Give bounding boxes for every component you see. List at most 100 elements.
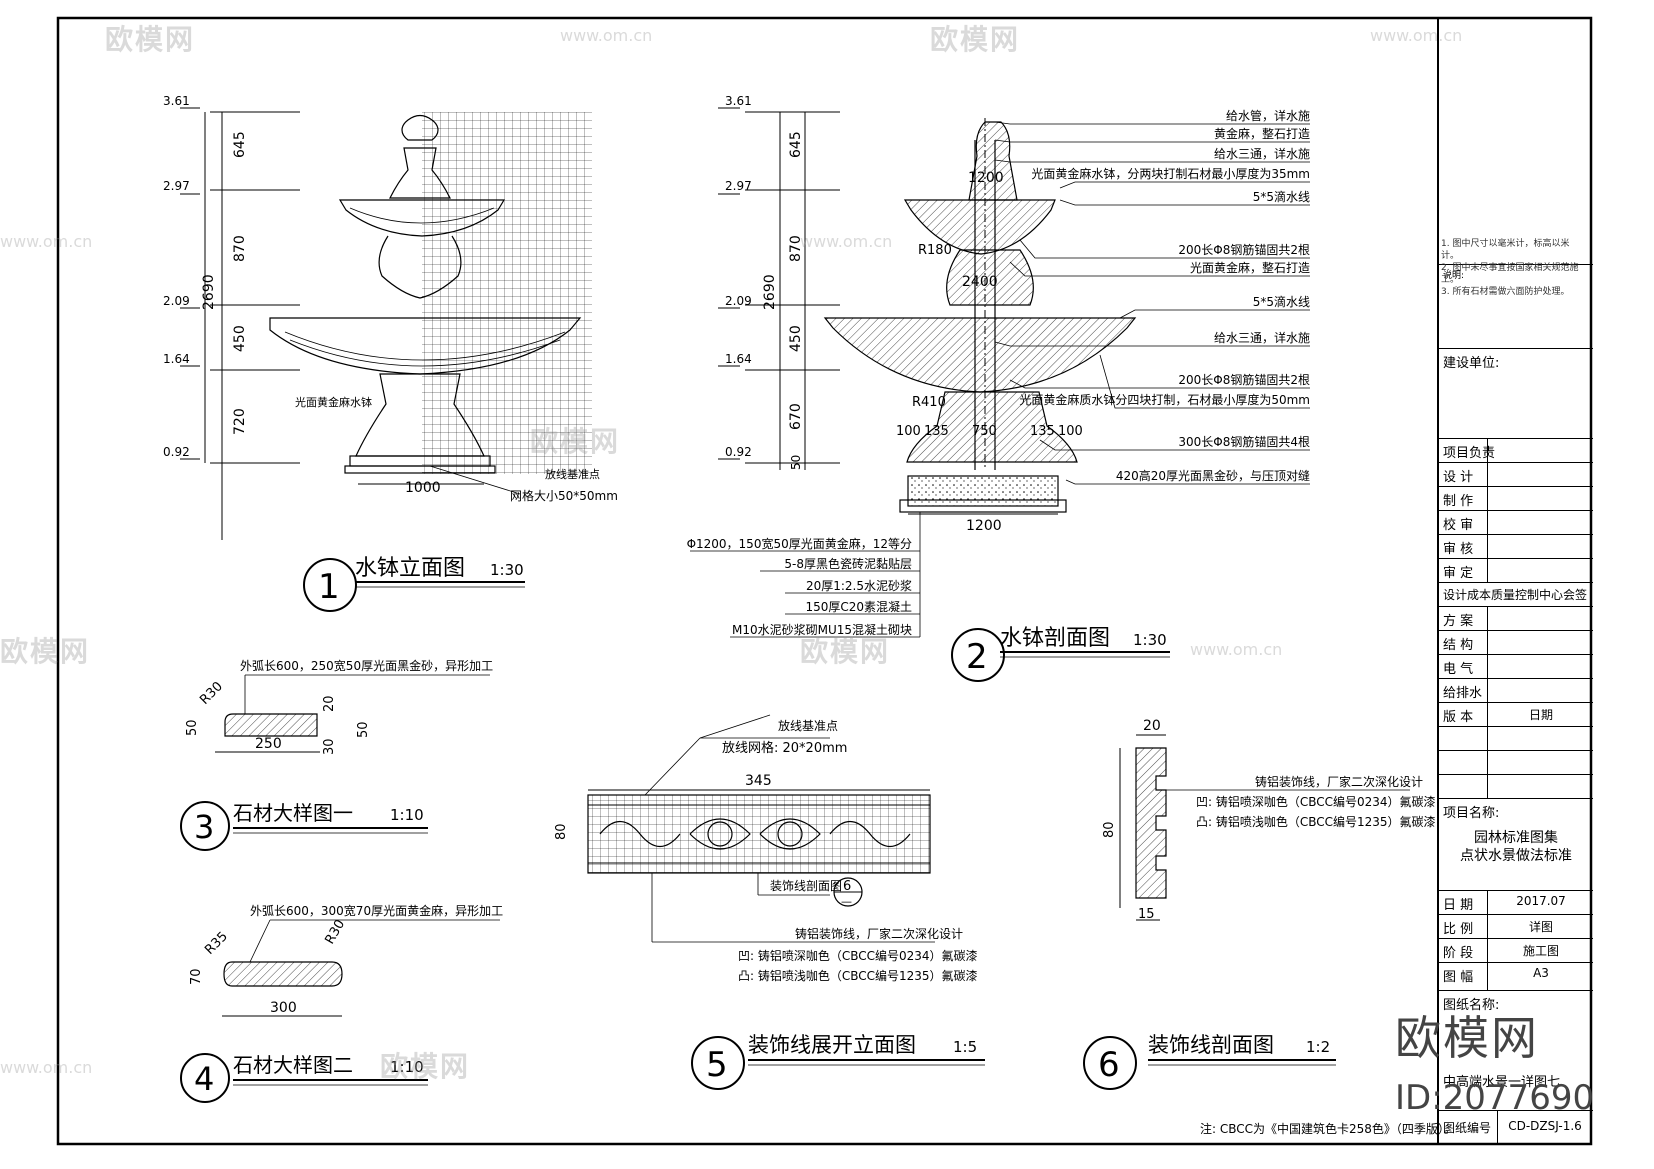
dim-label: 15 <box>1138 907 1155 922</box>
radius-label: R30 <box>322 917 348 947</box>
drawing-scale: 1:10 <box>390 1058 424 1076</box>
watermark-brand: 欧模网 <box>0 635 91 668</box>
drawing-1-elevation: 3.61 2.97 2.09 1.64 0.92 645 870 2690 45… <box>163 94 618 612</box>
discipline-label: 方 案 <box>1443 614 1474 629</box>
dim-label: 250 <box>255 736 282 752</box>
drawing-title: 石材大样图一 <box>233 801 353 825</box>
layer-note: 20厚1:2.5水泥砂浆 <box>806 578 912 593</box>
watermark-brand: 欧模网 <box>105 23 196 56</box>
discipline-label: 给排水 <box>1443 686 1483 701</box>
note-label: 放线网格: 20*20mm <box>722 740 847 756</box>
note-label: 装饰线剖面图 <box>770 879 842 893</box>
dim-label: 100 <box>896 424 921 439</box>
level-label: 2.09 <box>163 294 190 308</box>
discipline-label: 结 构 <box>1443 638 1474 653</box>
sheet-border <box>56 16 1593 1146</box>
version-label: 版 本 <box>1443 710 1474 725</box>
footnote: 注: CBCC为《中国建筑色卡258色》（四季版）。 <box>1200 1121 1456 1136</box>
watermark-site: www.om.cn <box>800 232 893 251</box>
note-line: 2. 图中未尽事宜按国家相关规范施工。 <box>1441 263 1579 285</box>
drawing-name-row: 图纸名称: 中高端水景一详图七 <box>1439 990 1593 1110</box>
layer-note: 5-8厚黑色瓷砖泥黏贴层 <box>784 556 912 571</box>
notes-label: 说明: <box>1443 271 1465 281</box>
drawing-number: 1 <box>318 567 340 607</box>
meta-value: 详图 <box>1528 920 1553 934</box>
project-label: 项目名称: <box>1443 806 1500 821</box>
radius-label: R35 <box>202 929 231 958</box>
dim-label: 450 <box>232 325 248 352</box>
callout: 凹: 铸铝喷深咖色（CBCC编号0234）氟碳漆 <box>738 948 978 963</box>
meta-value: 施工图 <box>1522 944 1559 958</box>
notes-row: 说明: <box>1439 264 1593 348</box>
watermark-site: www.om.cn <box>560 26 653 45</box>
project-name-line: 点状水景做法标准 <box>1460 848 1572 864</box>
drawing-number-circle <box>691 1036 745 1090</box>
note-label: 放线基准点 <box>778 718 838 733</box>
version-value: 日期 <box>1528 708 1553 722</box>
drawing-scale: 1:2 <box>1306 1038 1330 1056</box>
drawing-name-label: 图纸名称: <box>1443 998 1500 1013</box>
level-label: 0.92 <box>725 445 752 459</box>
meta-value: A3 <box>1533 966 1549 980</box>
drawing-title: 水钵剖面图 <box>1000 626 1110 651</box>
callout: 光面黄金麻质水钵分四块打制，石材最小厚度为50mm <box>1019 392 1310 407</box>
dim-label: 1200 <box>966 518 1002 534</box>
radius-label: R30 <box>197 679 226 708</box>
role-label: 审 核 <box>1443 542 1474 557</box>
layer-note: M10水泥砂浆砌MU15混凝土砌块 <box>732 622 912 637</box>
dim-label: 30 <box>322 738 337 755</box>
meta-value: 2017.07 <box>1516 894 1566 908</box>
level-label: 2.97 <box>725 179 752 193</box>
drawing-title: 装饰线剖面图 <box>1148 1033 1274 1057</box>
drawing-number-circle <box>951 628 1005 682</box>
drawing-no-label: 图纸编号 <box>1443 1121 1492 1135</box>
drawing-6-decoration-section: 20 80 15 铸铝装饰线，厂家二次深化设计 凹: 铸铝喷深咖色（CBCC编号… <box>1083 718 1436 1090</box>
discipline-label: 电 气 <box>1443 662 1474 677</box>
dim-label: 720 <box>232 408 248 435</box>
layer-note: Φ1200，150宽50厚光面黄金麻，12等分 <box>687 536 912 551</box>
drawing-title: 石材大样图二 <box>233 1053 353 1077</box>
role-label: 校 审 <box>1443 518 1474 533</box>
dim-label: 2690 <box>762 274 778 310</box>
drawing-number: 3 <box>194 808 214 846</box>
dept-label: 设计成本质量控制中心会签 <box>1443 588 1588 602</box>
dim-label: 1200 <box>968 170 1004 186</box>
client-label: 建设单位: <box>1443 356 1500 371</box>
general-notes: 1. 图中尺寸以毫米计，标高以米计。 2. 图中未尽事宜按国家相关规范施工。 3… <box>1441 238 1587 298</box>
drawing-3-stone-detail: 外弧长600，250宽50厚光面黑金砂，异形加工 R30 50 250 20 5… <box>180 658 493 851</box>
drawing-4-stone-detail: 外弧长600，300宽70厚光面黄金麻，异形加工 R35 R30 70 300 … <box>180 903 503 1103</box>
dim-label: 50 <box>789 455 803 470</box>
section-ref-num: 6 <box>843 879 851 894</box>
drawing-number-circle <box>180 1053 230 1103</box>
section-ref-sub: — <box>841 895 852 908</box>
drawing-number: 2 <box>966 637 988 677</box>
watermark-site: www.om.cn <box>1370 26 1463 45</box>
watermark-brand: 欧模网 <box>530 425 621 458</box>
meta-label: 阶 段 <box>1443 946 1474 961</box>
drawing-title: 水钵立面图 <box>355 556 465 581</box>
dim-label: 670 <box>788 403 804 430</box>
dim-label: 20 <box>322 695 337 712</box>
drawing-scale: 1:5 <box>953 1038 977 1056</box>
callout: 420高20厚光面黑金砂，与压顶对缝 <box>1116 468 1310 483</box>
dim-label: 135 <box>1030 424 1055 439</box>
drawing-title: 装饰线展开立面图 <box>748 1033 916 1057</box>
note-line: 1. 图中尺寸以毫米计，标高以米计。 <box>1441 239 1570 261</box>
dim-label: 300 <box>270 1000 297 1016</box>
dim-label: 750 <box>972 424 997 439</box>
layer-note: 150厚C20素混凝土 <box>805 599 912 614</box>
callout: 200长Φ8钢筋锚固共2根 <box>1178 372 1310 387</box>
level-label: 1.64 <box>163 352 190 366</box>
dim-label: 645 <box>232 131 248 158</box>
note-label: 网格大小50*50mm <box>510 488 618 503</box>
dim-label: 345 <box>745 773 772 789</box>
brand-mark-id: ID:2077690 <box>1395 1078 1595 1118</box>
project-name-line: 园林标准图集 <box>1474 830 1558 846</box>
dim-label: 70 <box>189 968 204 985</box>
dim-label: 80 <box>1102 821 1117 838</box>
drawing-no: CD-DZSJ-1.6 <box>1508 1119 1582 1133</box>
title-block: 说明: 建设单位: 项目负责 设 计 制 作 校 审 审 核 审 定 设计成本质… <box>1437 18 1593 1144</box>
note-label: 光面黄金麻水钵 <box>295 395 372 409</box>
callout: 200长Φ8钢筋锚固共2根 <box>1178 242 1310 257</box>
